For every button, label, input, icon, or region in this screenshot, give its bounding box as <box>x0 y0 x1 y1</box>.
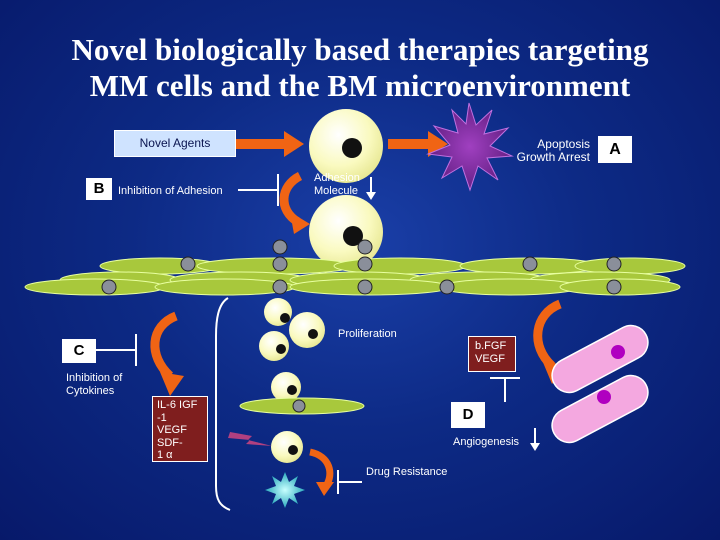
drug-resistance-inhibition-bar <box>337 470 362 494</box>
tag-a: A <box>598 136 632 163</box>
tag-b: B <box>86 178 112 200</box>
inhibition-of-adhesion-label: Inhibition of Adhesion <box>118 185 223 197</box>
myeloma-cell-lower <box>271 431 303 463</box>
cytokine-inhibition-bar <box>96 334 137 366</box>
cytokines-box: IL-6 IGF -1 VEGF SDF- 1 α <box>152 396 208 462</box>
proliferating-cell-cluster <box>259 298 325 402</box>
cytokine-curved-arrow-head <box>160 372 184 396</box>
microenvironment-bracket <box>215 297 231 511</box>
drug-resistance-curved-arrow <box>309 448 334 488</box>
angiogenesis-label: Angiogenesis <box>453 436 520 448</box>
stromal-cell-layer <box>24 257 686 296</box>
novel-agents-label: Novel Agents <box>139 136 211 150</box>
inhibition-of-cytokines-label: Inhibition of Cytokines <box>66 372 123 397</box>
adhesion-inhibition-bar <box>238 174 279 206</box>
angiogenesis-down-arrow <box>530 428 540 451</box>
myeloma-cell-adherent-nucleus <box>343 226 363 246</box>
adhesion-molecule-nodes <box>101 239 622 295</box>
myeloma-cell-top-nucleus <box>342 138 362 158</box>
apoptosis-label: Apoptosis Growth Arrest <box>516 137 590 164</box>
endothelial-cell-upper <box>551 324 649 394</box>
tag-d: D <box>451 402 485 428</box>
proliferation-label: Proliferation <box>338 328 397 340</box>
apoptosis-cell-icon <box>426 102 514 192</box>
novel-agents-box: Novel Agents <box>114 130 236 157</box>
adhesion-down-arrow <box>366 177 376 200</box>
angiogenesis-inhibition-bar <box>490 377 520 402</box>
agent-to-cell-arrow <box>236 131 304 157</box>
drug-resistance-arrow-head <box>316 482 334 496</box>
tag-c: C <box>62 339 96 363</box>
title-line-2: MM cells and the BM microenvironment <box>89 68 631 103</box>
signal-lightning-icon <box>228 432 272 446</box>
adhesion-curved-arrow-head <box>290 212 310 234</box>
endothelial-cell-lower <box>551 374 649 444</box>
slide-title: Novel biologically based therapies targe… <box>0 32 720 104</box>
cytokine-curved-arrow <box>150 311 178 380</box>
drug-resistance-label: Drug Resistance <box>366 466 448 478</box>
stromal-cell-lower-node <box>292 399 306 413</box>
adhesion-molecule-label: Adhesion Molecule <box>314 172 360 197</box>
angiogenic-factors-box: b.FGF VEGF <box>468 336 516 372</box>
title-line-1: Novel biologically based therapies targe… <box>71 32 649 67</box>
myeloma-cell-lower-nucleus <box>288 445 298 455</box>
angiogenic-curved-arrow <box>533 299 562 370</box>
cell-to-apoptosis-arrow <box>388 131 448 157</box>
dead-cell-star-icon <box>265 472 305 508</box>
